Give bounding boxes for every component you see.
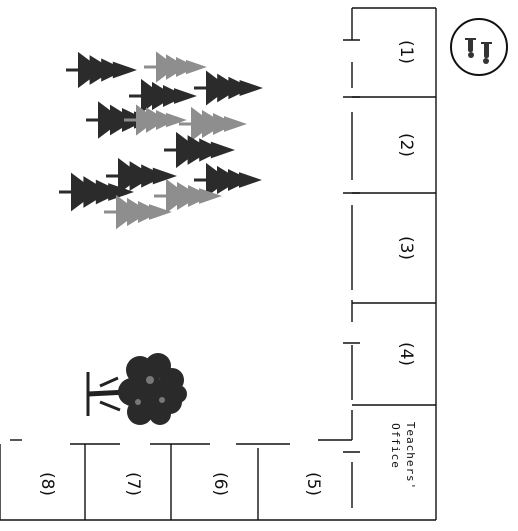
pine-forest-icon — [59, 51, 263, 230]
pine-tree-icon — [129, 78, 197, 114]
pine-tree-icon — [106, 157, 177, 195]
room-8-label: (8) — [37, 472, 57, 496]
office-label-line1: Teachers' — [404, 422, 417, 491]
room-2-label: (2) — [396, 133, 416, 157]
room-4-label: (4) — [396, 342, 416, 366]
pine-tree-icon — [194, 70, 263, 106]
room-7-label: (7) — [123, 472, 143, 496]
main-building — [343, 7, 437, 521]
deciduous-tree-icon — [86, 353, 187, 425]
pine-tree-icon — [124, 104, 187, 136]
pine-tree-icon — [154, 178, 222, 214]
room-1-label: (1) — [396, 40, 416, 64]
room-6-label: (6) — [210, 472, 230, 496]
pine-tree-icon — [144, 51, 207, 83]
north-arrow-icon — [450, 18, 508, 76]
teachers-office: Teachers' Office — [389, 422, 417, 491]
lower-building — [0, 439, 352, 521]
office-label-line2: Office — [389, 423, 402, 469]
pine-tree-icon — [104, 194, 172, 230]
room-5-label: (5) — [303, 472, 323, 496]
pine-tree-icon — [179, 106, 247, 142]
pine-tree-icon — [66, 51, 137, 89]
room-3-label: (3) — [396, 236, 416, 260]
pine-tree-icon — [59, 172, 135, 212]
pine-tree-icon — [164, 131, 235, 169]
pine-tree-icon — [194, 162, 262, 198]
